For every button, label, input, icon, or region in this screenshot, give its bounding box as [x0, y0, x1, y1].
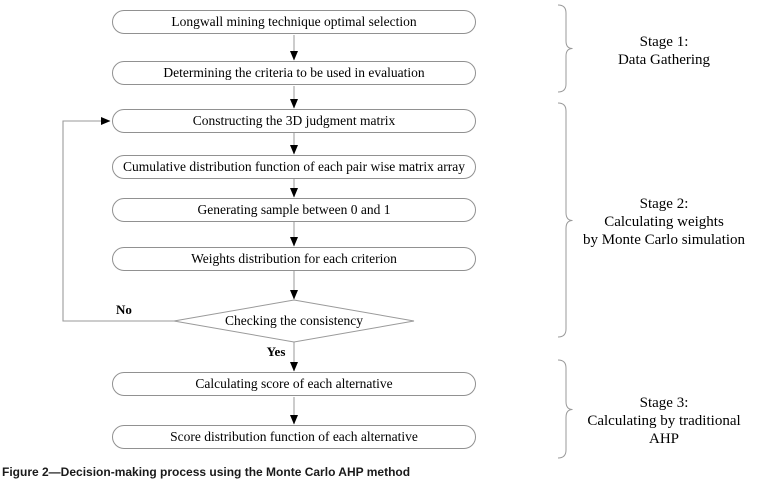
- stage-1-brace: [557, 4, 573, 93]
- stage-3-line: Stage 3:: [639, 395, 689, 411]
- flow-node-optimal-selection: Longwall mining technique optimal select…: [112, 10, 476, 34]
- flow-node-consistency-check: Checking the consistency: [225, 313, 363, 328]
- flow-node-weights-distribution: Weights distribution for each criterion: [112, 247, 476, 271]
- flow-node-calculating-score: Calculating score of each alternative: [112, 372, 476, 396]
- decision-no-label: No: [116, 302, 132, 317]
- stage-1-line: Stage 1:: [639, 34, 689, 50]
- stage-2-label: Stage 2: Calculating weights by Monte Ca…: [564, 195, 761, 249]
- flow-node-cumulative-distribution: Cumulative distribution function of each…: [112, 155, 476, 179]
- stage-1-line: Data Gathering: [617, 52, 711, 68]
- stage-2-line: Stage 2:: [639, 196, 689, 212]
- stage-2-line: Calculating weights: [604, 214, 724, 230]
- stage-3-label: Stage 3: Calculating by traditional AHP: [564, 394, 761, 448]
- flow-node-judgment-matrix: Constructing the 3D judgment matrix: [112, 109, 476, 133]
- decision-diamond-shape: [173, 299, 415, 343]
- stage-3-brace: [557, 359, 573, 459]
- stage-3-line: Calculating by traditional: [587, 413, 741, 429]
- no-loop-connector: [62, 117, 174, 322]
- figure-caption: Figure 2—Decision-making process using t…: [2, 465, 411, 479]
- decision-yes-label: Yes: [266, 344, 286, 359]
- flow-node-determine-criteria: Determining the criteria to be used in e…: [112, 61, 476, 85]
- stage-2-line: by Monte Carlo simulation: [582, 232, 746, 248]
- stage-2-brace: [557, 102, 573, 338]
- flow-node-score-distribution: Score distribution function of each alte…: [112, 425, 476, 449]
- stage-3-line: AHP: [648, 431, 679, 447]
- stage-1-label: Stage 1: Data Gathering: [564, 33, 761, 69]
- flow-node-generating-sample: Generating sample between 0 and 1: [112, 198, 476, 222]
